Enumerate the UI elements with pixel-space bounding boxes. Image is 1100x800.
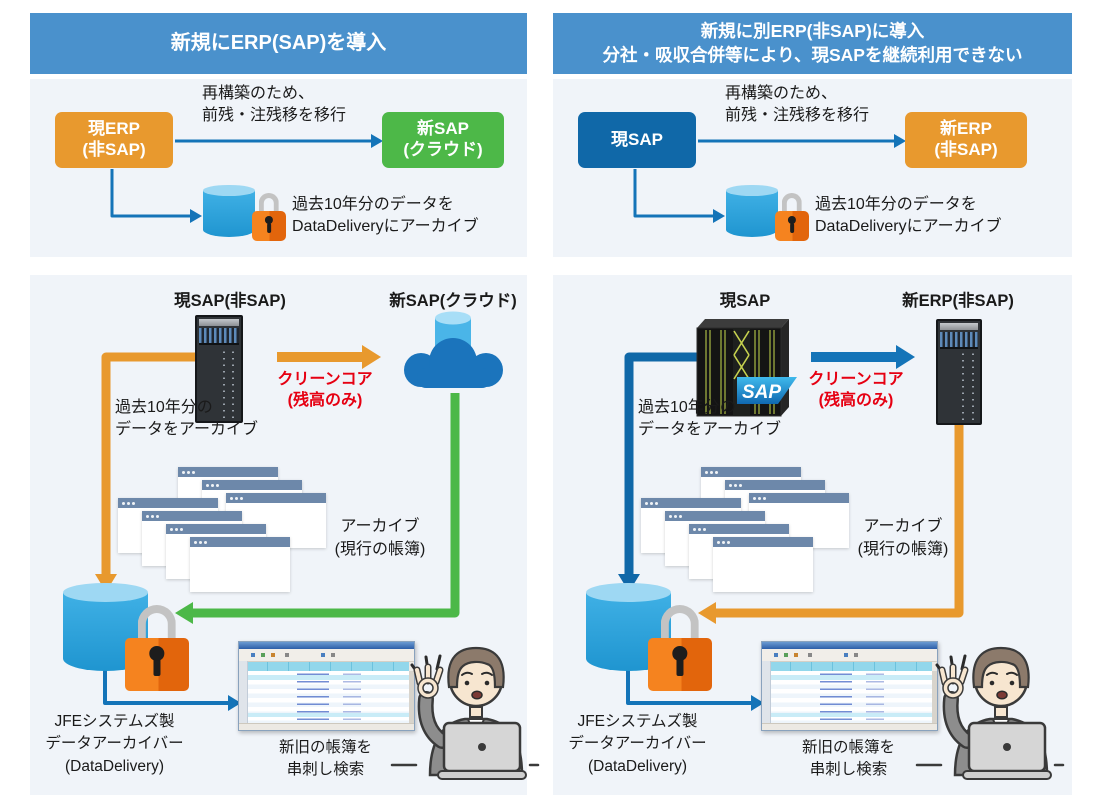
screenshot-table-rows [770,671,932,724]
current-ledger-archive-note: アーカイブ (現行の帳簿) [334,518,426,559]
sap-logo-text: SAP [742,382,781,403]
source-to-db-path [624,352,703,575]
screenshot-table-rows [247,671,409,724]
document-stack [118,467,328,593]
mouth [471,690,483,700]
database-icon [726,185,778,237]
jfe-product-note: JFEシステムズ製 データアーカイバー (DataDelivery) [45,713,184,775]
datadelivery-screenshot [761,641,938,731]
archive-connector-line [633,169,713,218]
source-system-title: 現SAP [719,292,771,310]
lock-icon [648,605,712,691]
right-scenario-header: 新規に別ERP(非SAP)に導入 分社・吸収合併等により、現SAPを継続利用でき… [553,13,1072,74]
current-erp-box: 現ERP (非SAP) [55,112,173,168]
clean-core-arrow-head [896,345,915,369]
right-summary-panel: 現SAP 再構築のため、 前残・注残移を移行 新ERP (非SAP) 過去10年… [553,79,1072,257]
left-scenario-header-title: 新規にERP(SAP)を導入 [170,32,387,54]
person-ok-illustration [390,623,540,783]
db-to-viewer-path [626,668,751,705]
neck [994,706,1008,718]
new-erp-label-line1: 新ERP [940,119,992,139]
ok-hand-sign [418,678,438,698]
new-sap-label-line1: 新SAP [417,119,469,139]
mainframe-sap-icon: SAP [696,319,797,417]
cross-search-note: 新旧の帳簿を 串刺し検索 [278,739,372,779]
screenshot-toolbar [762,649,937,662]
left-scenario-header: 新規にERP(SAP)を導入 [30,13,527,74]
mouth [996,690,1008,700]
migration-note: 再構築のため、 前残・注残移を移行 [202,85,347,125]
right-summary-arrows [633,134,906,223]
server-icon [936,319,982,425]
current-erp-label-line1: 現ERP [88,119,140,139]
archive-connector-head [713,209,725,223]
screenshot-table-header [247,662,409,671]
datadelivery-screenshot [238,641,415,731]
return-archive-path [192,393,460,618]
new-sap-box: 新SAP (クラウド) [382,112,504,168]
new-erp-label-line2: (非SAP) [934,140,998,159]
source-system-title: 現SAP(非SAP) [174,292,286,310]
left-summary-arrows [110,134,383,223]
target-system-title: 新SAP(クラウド) [389,292,517,310]
target-system-title: 新ERP(非SAP) [902,292,1014,310]
migration-arrow-head [371,134,383,148]
archive-note: 過去10年分のデータを DataDeliveryにアーカイブ [815,196,1002,236]
db-to-viewer-head [228,695,241,711]
migration-arrow-head [894,134,906,148]
hair [972,646,1030,689]
jfe-product-note: JFEシステムズ製 データアーカイバー (DataDelivery) [568,713,707,775]
new-erp-box: 新ERP (非SAP) [905,112,1027,168]
clean-core-note: クリーンコア (残高のみ) [808,371,904,409]
db-to-viewer-head [751,695,764,711]
past-data-note: 過去10年分の データをアーカイブ [115,399,259,439]
migration-note: 再構築のため、 前残・注残移を移行 [725,85,870,125]
right-scenario-header-line1: 新規に別ERP(非SAP)に導入 [700,20,925,41]
screenshot-titlebar [239,642,414,649]
current-erp-label-line2: (非SAP) [82,140,146,159]
database-icon [203,185,255,237]
archive-connector-line [110,169,190,218]
current-ledger-archive-note: アーカイブ (現行の帳簿) [857,518,949,559]
lock-icon [775,193,809,241]
ok-hand-sign [943,678,963,698]
current-sap-box: 現SAP [578,112,696,168]
archive-note: 過去10年分のデータを DataDeliveryにアーカイブ [292,196,479,236]
right-detail-panel: 現SAP 新ERP(非SAP) [553,275,1072,795]
return-archive-head [698,602,716,624]
scenario-right-column: 新規に別ERP(非SAP)に導入 分社・吸収合併等により、現SAPを継続利用でき… [553,13,1072,795]
database-icon [63,583,148,671]
sap-logo: SAP [737,377,797,404]
current-sap-label-line1: 現SAP [611,129,663,149]
clean-core-note: クリーンコア (残高のみ) [277,371,373,409]
lock-icon [125,605,189,691]
db-to-viewer-path [103,668,228,705]
server-icon [195,315,243,423]
return-archive-path [715,400,964,618]
document-stack [641,467,851,593]
neck [469,706,483,718]
database-icon [586,583,671,671]
new-sap-label-line2: (クラウド) [403,140,483,159]
cloud-database-icon [404,311,503,388]
hair [447,646,505,689]
archive-connector-head [190,209,202,223]
clean-core-arrow-head [362,345,381,369]
raised-arm [420,693,448,747]
screenshot-titlebar [762,642,937,649]
source-to-db-path [101,352,196,575]
return-archive-head [175,602,193,624]
past-data-note: 過去10年分の データをアーカイブ [638,399,782,439]
lock-icon [252,193,286,241]
cross-search-note: 新旧の帳簿を 串刺し検索 [801,739,895,779]
screenshot-toolbar [239,649,414,662]
scenario-left-column: 新規にERP(SAP)を導入 現ERP (非SAP) 再構築のため、 前残・注残… [30,13,540,795]
raised-arm [945,693,973,747]
left-detail-panel: 現SAP(非SAP) 新SAP(クラウド) クリーンコア (残高のみ) 過去10… [30,275,540,795]
person-ok-illustration [915,623,1065,783]
screenshot-table-header [770,662,932,671]
right-scenario-header-line2: 分社・吸収合併等により、現SAPを継続利用できない [602,44,1023,65]
left-summary-panel: 現ERP (非SAP) 再構築のため、 前残・注残移を移行 新SAP (クラウド… [30,79,527,257]
